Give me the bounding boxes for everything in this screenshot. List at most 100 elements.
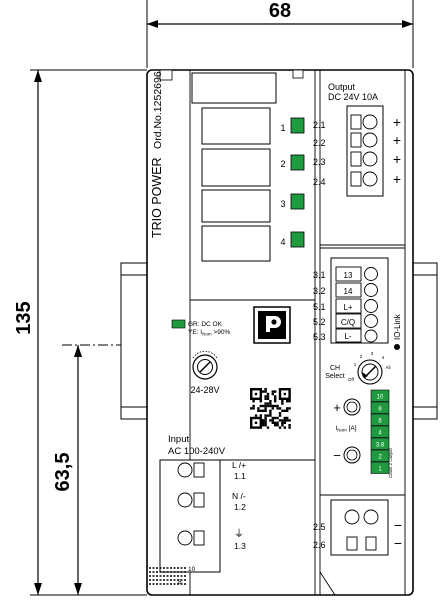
svg-text:L /+: L /+ bbox=[232, 460, 246, 470]
qr-code bbox=[249, 387, 292, 430]
svg-text:14: 14 bbox=[344, 287, 353, 296]
current-bar-label: 1 bbox=[378, 466, 382, 472]
svg-text:3.1: 3.1 bbox=[313, 270, 326, 280]
current-bar-label: 6 bbox=[378, 418, 382, 424]
svg-text:5.2: 5.2 bbox=[313, 317, 326, 327]
output-terminal-2-2: 2.2 + bbox=[313, 132, 401, 148]
svg-text:L-: L- bbox=[344, 332, 351, 341]
current-bar-label: 8 bbox=[378, 406, 382, 412]
svg-text:3.2: 3.2 bbox=[313, 286, 326, 296]
svg-text:+: + bbox=[393, 114, 401, 130]
current-bar-segment bbox=[370, 401, 390, 414]
channel-1-label: 1 bbox=[280, 123, 285, 133]
aux-terminal-2-5: 2.5 − bbox=[313, 509, 402, 533]
svg-text:L+: L+ bbox=[343, 303, 352, 312]
svg-text:2.6: 2.6 bbox=[313, 540, 326, 550]
svg-text:5.3: 5.3 bbox=[313, 332, 326, 342]
channel-scale-2: 2 bbox=[360, 354, 363, 359]
channel-leds: 1 2 3 4 bbox=[280, 117, 305, 248]
signal-row-5-2: 5.2 C/Q bbox=[313, 313, 378, 329]
voltage-potentiometer[interactable]: 24-28V bbox=[190, 350, 220, 395]
channel-4-label: 4 bbox=[280, 237, 285, 247]
output-block: Output DC 24V 10A 2.1 + 2.2 + 2.3 + 2.4 … bbox=[313, 82, 401, 197]
output-terminal-2-3: 2.3 + bbox=[313, 151, 401, 167]
width-dimension: 68 bbox=[146, 0, 414, 68]
signal-row-5-3: 5.3 L- bbox=[313, 328, 378, 343]
rail-offset-dimension: 63,5 bbox=[52, 344, 147, 595]
input-title: Input bbox=[168, 434, 189, 445]
rail-offset-label: 63,5 bbox=[52, 453, 74, 492]
channel-4-led bbox=[290, 231, 305, 248]
input-rating: AC 100-240V bbox=[168, 446, 226, 457]
channel-select-label-2: Select bbox=[325, 373, 345, 380]
iolink-logo-icon bbox=[394, 344, 400, 350]
svg-text:−: − bbox=[394, 535, 402, 551]
signal-row-3-1: 3.1 13 bbox=[313, 266, 378, 282]
svg-text:5.1: 5.1 bbox=[313, 302, 326, 312]
bottom-mark-8: 8 bbox=[178, 579, 182, 586]
channel-scale-1: 1 bbox=[354, 362, 357, 367]
input-terminal-1-1: L /+ 1.1 bbox=[177, 460, 246, 481]
output-rating: DC 24V 10A bbox=[328, 92, 378, 102]
svg-text:N /-: N /- bbox=[232, 491, 246, 501]
status-led-sample bbox=[171, 319, 186, 329]
input-block: Input AC 100-240V L /+ 1.1 N /- 1.2 ⏚ 1.… bbox=[159, 434, 315, 573]
signal-block: IO-Link 3.1 13 3.2 14 5.1 L+ 5.2 C/Q 5. bbox=[313, 257, 402, 350]
height-dimension-label: 135 bbox=[13, 301, 35, 334]
current-bar-segment bbox=[370, 449, 390, 462]
status-legend-line2: YE: INom >90% bbox=[188, 329, 230, 337]
svg-text:1.3: 1.3 bbox=[234, 541, 246, 551]
output-terminal-2-1: 2.1 + bbox=[313, 114, 401, 130]
current-decrease-button[interactable] bbox=[343, 446, 361, 464]
aux-output-block: 2.5 − 2.6 − bbox=[313, 499, 402, 556]
channel-scale-off: Off bbox=[348, 377, 355, 382]
channel-scale-all: All bbox=[385, 365, 390, 370]
output-terminal-2-4: 2.4 + bbox=[313, 171, 401, 187]
aux-terminal-2-6: 2.6 − bbox=[313, 535, 402, 551]
brand-logo-icon bbox=[253, 306, 291, 344]
svg-text:+: + bbox=[393, 171, 401, 187]
current-bar-label: 2 bbox=[378, 454, 382, 460]
channel-select: CH Select 1 2 3 4 All Off bbox=[325, 351, 391, 385]
front-covers bbox=[191, 72, 277, 262]
iolink-label: IO-Link bbox=[393, 313, 402, 340]
output-title: Output bbox=[328, 82, 356, 92]
svg-text:1.2: 1.2 bbox=[234, 502, 246, 512]
channel-scale-3: 3 bbox=[371, 351, 374, 356]
current-bar-segment bbox=[370, 413, 390, 426]
svg-text:2.5: 2.5 bbox=[313, 522, 326, 532]
svg-text:1.1: 1.1 bbox=[234, 471, 246, 481]
channel-select-knob[interactable] bbox=[357, 359, 383, 385]
svg-text:−: − bbox=[394, 517, 402, 533]
brand-text: TRIO POWER bbox=[150, 157, 164, 238]
current-bar-segment bbox=[370, 461, 390, 474]
bottom-features: 10 8 bbox=[149, 566, 336, 596]
svg-text:13: 13 bbox=[344, 271, 353, 280]
current-label: INom [A] bbox=[335, 425, 356, 433]
height-dimension: 135 bbox=[13, 69, 147, 596]
current-bar-label: 4 bbox=[378, 430, 382, 436]
channel-scale-4: 4 bbox=[382, 355, 385, 360]
channel-1-led bbox=[290, 117, 305, 134]
current-bar-label: 3.8 bbox=[376, 442, 385, 448]
svg-text:+: + bbox=[393, 132, 401, 148]
current-bar-segment bbox=[370, 437, 390, 450]
svg-text:2.3: 2.3 bbox=[313, 157, 326, 167]
svg-text:C/Q: C/Q bbox=[341, 318, 355, 327]
channel-2-label: 2 bbox=[280, 159, 285, 169]
channel-3-label: 3 bbox=[280, 199, 285, 209]
voltage-pot-label: 24-28V bbox=[190, 385, 219, 395]
channel-select-label-1: CH bbox=[330, 365, 340, 372]
svg-text:TRIO POWER Ord.No.1252696: TRIO POWER Ord.No.1252696 bbox=[150, 71, 164, 238]
status-legend-line1: GR: DC OK bbox=[188, 321, 223, 328]
channel-2-led bbox=[290, 154, 305, 171]
ground-icon: ⏚ bbox=[234, 528, 244, 540]
bottom-mark-10: 10 bbox=[188, 566, 196, 573]
current-increase-button[interactable] bbox=[343, 398, 361, 416]
current-bar-label: 10 bbox=[377, 394, 384, 400]
svg-text:2.2: 2.2 bbox=[313, 138, 326, 148]
signal-row-3-2: 3.2 14 bbox=[313, 282, 378, 298]
order-number: Ord.No.1252696 bbox=[152, 71, 164, 149]
svg-text:+: + bbox=[393, 151, 401, 167]
